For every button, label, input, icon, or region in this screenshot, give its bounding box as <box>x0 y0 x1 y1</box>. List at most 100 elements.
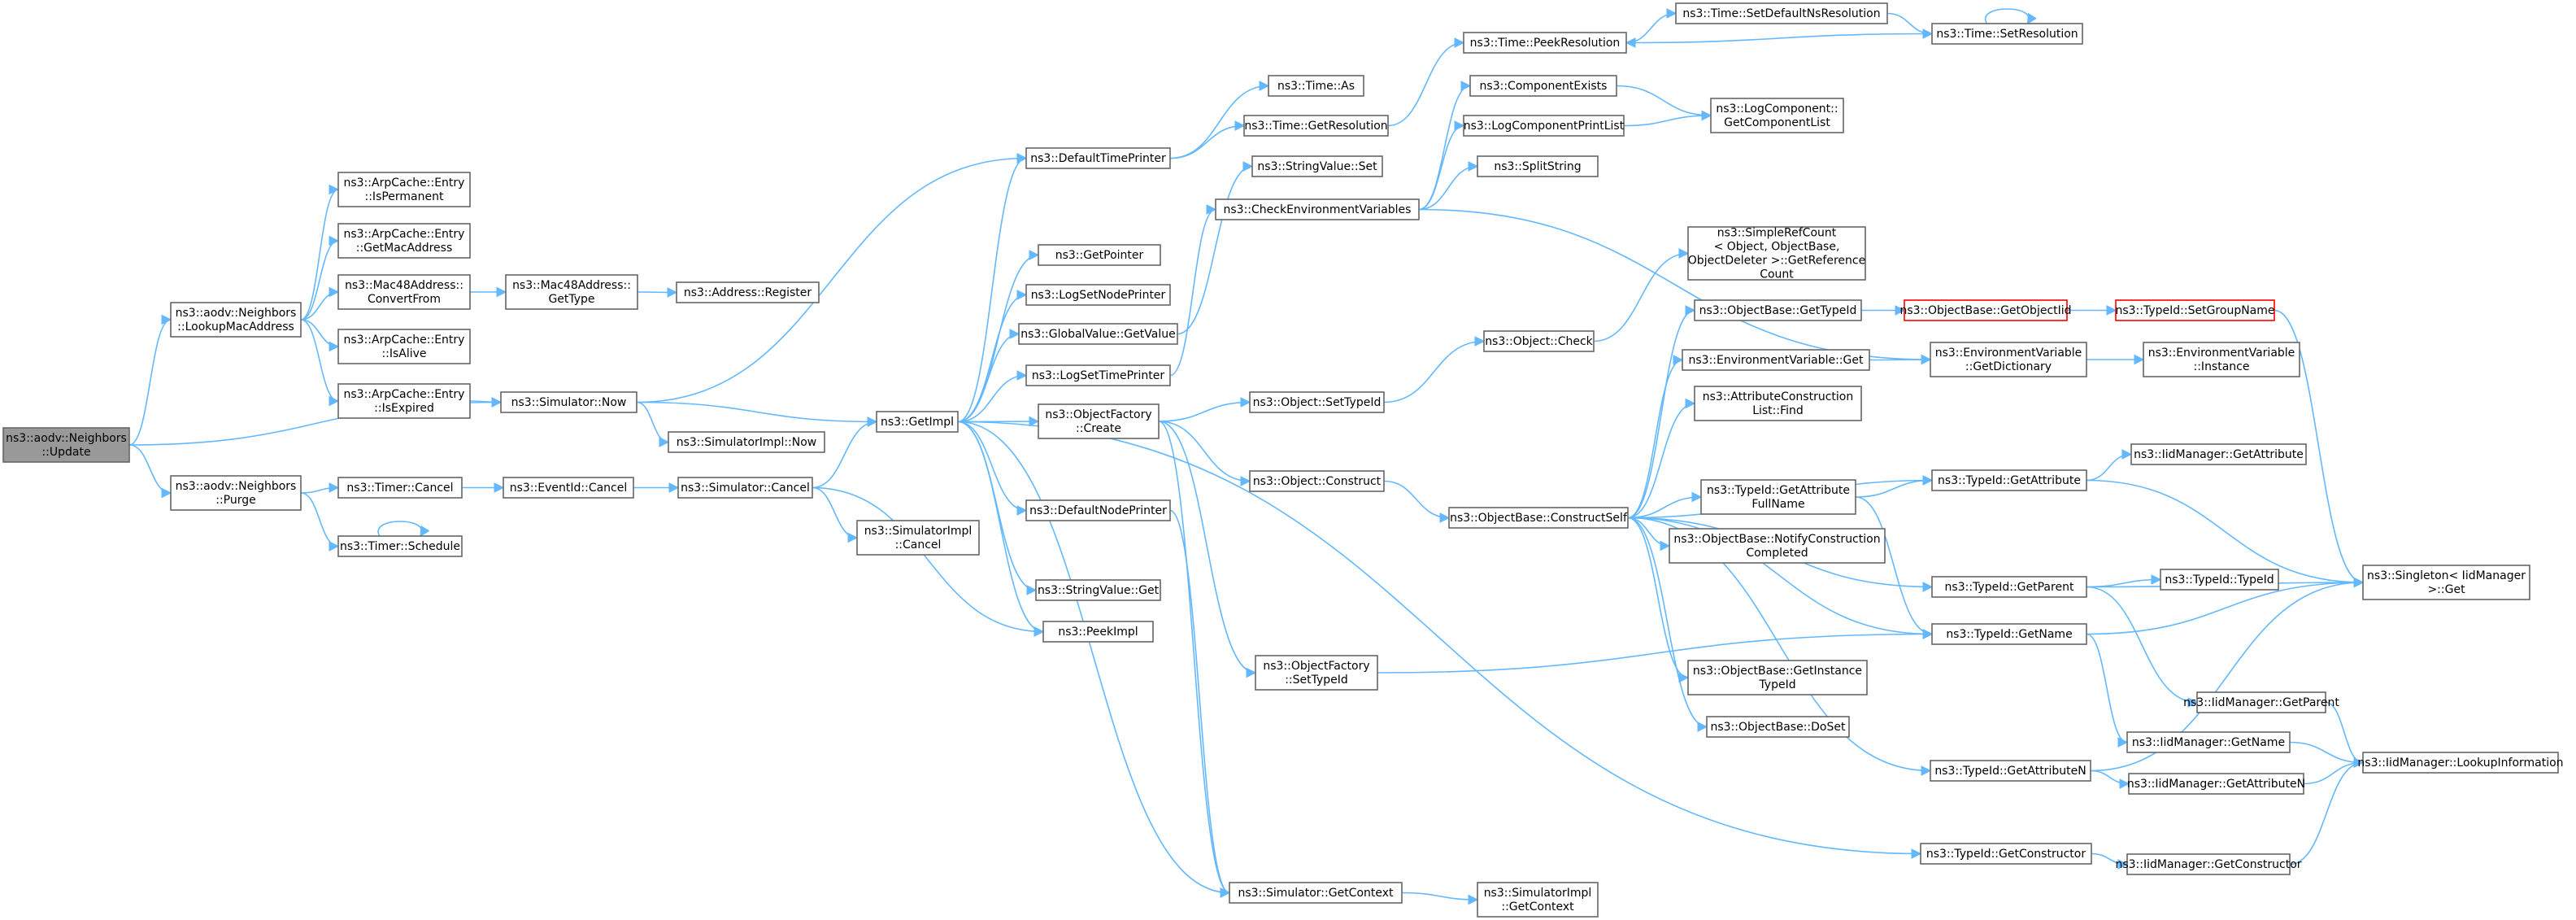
function-node[interactable]: ns3::EventId::Cancel <box>503 477 634 499</box>
function-node[interactable]: ns3::StringValue::Get <box>1035 579 1161 601</box>
node-label: ns3::IidManager::LookupInformation <box>2357 756 2563 770</box>
function-node[interactable]: ns3::ArpCache::Entry::IsAlive <box>337 329 471 364</box>
function-node[interactable]: ns3::ObjectBase::ConstructSelf <box>1448 507 1629 529</box>
function-node[interactable]: ns3::GlobalValue::GetValue <box>1018 323 1178 345</box>
function-node[interactable]: ns3::IidManager::GetName <box>2126 731 2291 753</box>
call-edge <box>1383 480 1451 523</box>
function-node[interactable]: ns3::IidManager::LookupInformation <box>2357 752 2564 774</box>
function-node[interactable]: ns3::ObjectBase::GetObjectIid <box>1899 299 2072 321</box>
function-node[interactable]: ns3::Simulator::Cancel <box>677 477 813 499</box>
function-node[interactable]: ns3::IidManager::GetAttribute <box>2130 443 2307 465</box>
function-node[interactable]: ns3::ArpCache::Entry::IsPermanent <box>337 172 471 207</box>
function-node[interactable]: ns3::Object::Check <box>1483 330 1595 352</box>
node-label: ns3::Object::SetTypeId <box>1253 396 1382 409</box>
function-node[interactable]: ns3::aodv::Neighbors::LookupMacAddress <box>170 302 302 338</box>
function-node[interactable]: ns3::LogComponentPrintList <box>1463 115 1625 137</box>
call-edge <box>2086 633 2129 748</box>
function-node[interactable]: ns3::TypeId::GetAttributeN <box>1930 760 2091 782</box>
function-node[interactable]: ns3::ObjectBase::GetTypeId <box>1694 299 1862 321</box>
function-node[interactable]: ns3::SimpleRefCount< Object, ObjectBase,… <box>1687 226 1866 281</box>
function-node[interactable]: ns3::Time::SetResolution <box>1931 23 2083 45</box>
function-node[interactable]: ns3::SplitString <box>1477 155 1599 177</box>
function-node[interactable]: ns3::Singleton< IidManager>::Get <box>2362 565 2530 600</box>
function-node[interactable]: ns3::Mac48Address::GetType <box>505 274 638 310</box>
node-box <box>1251 155 1383 177</box>
node-box <box>1694 386 1862 421</box>
node-label: ns3::ArpCache::Entry <box>344 388 465 401</box>
function-node[interactable]: ns3::TypeId::GetAttribute <box>1931 469 2087 491</box>
function-node[interactable]: ns3::TypeId::GetParent <box>1931 576 2087 598</box>
function-node[interactable]: ns3::GetImpl <box>876 411 959 433</box>
node-label: ::Update <box>41 446 90 459</box>
call-edge <box>636 401 878 427</box>
node-box <box>1229 882 1403 904</box>
function-node[interactable]: ns3::ObjectFactory::SetTypeId <box>1255 655 1378 691</box>
function-node[interactable]: ns3::EnvironmentVariable::Instance <box>2143 342 2300 377</box>
function-node[interactable]: ns3::ObjectFactory::Create <box>1038 403 1160 439</box>
node-box <box>1687 660 1868 695</box>
function-node[interactable]: ns3::ObjectBase::NotifyConstructionCompl… <box>1669 528 1886 564</box>
function-node[interactable]: ns3::LogSetNodePrinter <box>1025 284 1171 306</box>
function-node[interactable]: ns3::Timer::Cancel <box>337 477 463 499</box>
function-node[interactable]: ns3::CheckEnvironmentVariables <box>1215 198 1420 220</box>
function-node[interactable]: ns3::ObjectBase::DoSet <box>1706 716 1850 738</box>
function-node[interactable]: ns3::Time::SetDefaultNsResolution <box>1675 2 1888 24</box>
function-node[interactable]: ns3::Object::SetTypeId <box>1249 391 1385 413</box>
call-edge <box>2086 577 2365 635</box>
node-box <box>1243 115 1389 137</box>
function-node[interactable]: ns3::StringValue::Set <box>1251 155 1383 177</box>
function-node[interactable]: ns3::TypeId::GetName <box>1931 623 2087 645</box>
function-node[interactable]: ns3::ComponentExists <box>1469 75 1617 97</box>
function-node[interactable]: ns3::ArpCache::Entry::IsExpired <box>337 383 471 419</box>
function-node[interactable]: ns3::PeekImpl <box>1042 621 1154 643</box>
node-label: ns3::ObjectBase::DoSet <box>1711 721 1846 734</box>
node-box <box>1920 843 2092 865</box>
function-node[interactable]: ns3::Time::As <box>1268 75 1364 97</box>
call-edge <box>1627 305 1696 519</box>
function-node[interactable]: ns3::TypeId::TypeId <box>2160 569 2279 591</box>
function-node[interactable]: ns3::Timer::Schedule <box>337 535 463 557</box>
node-label: ns3::LogComponent:: <box>1716 102 1838 116</box>
root-function-node[interactable]: ns3::aodv::Neighbors::Update <box>2 427 130 463</box>
function-node[interactable]: ns3::SimulatorImpl::GetContext <box>1477 882 1599 918</box>
function-node[interactable]: ns3::ArpCache::Entry::GetMacAddress <box>337 223 471 259</box>
function-node[interactable]: ns3::SimulatorImpl::Now <box>668 431 825 453</box>
node-label: ns3::StringValue::Get <box>1038 584 1160 597</box>
node-label: ns3::ObjectBase::GetObjectIid <box>1899 304 2071 317</box>
function-node[interactable]: ns3::Simulator::GetContext <box>1229 882 1403 904</box>
function-node[interactable]: ns3::EnvironmentVariable::GetDictionary <box>1930 342 2087 377</box>
function-node[interactable]: ns3::aodv::Neighbors::Purge <box>170 475 302 511</box>
function-node[interactable]: ns3::Mac48Address::ConvertFrom <box>337 274 471 310</box>
node-box <box>2196 691 2326 713</box>
function-node[interactable]: ns3::EnvironmentVariable::Get <box>1682 349 1870 371</box>
function-node[interactable]: ns3::Time::PeekResolution <box>1463 32 1627 54</box>
function-node[interactable]: ns3::SimulatorImpl::Cancel <box>856 520 980 556</box>
function-node[interactable]: ns3::IidManager::GetConstructor <box>2115 853 2302 875</box>
function-node[interactable]: ns3::DefaultNodePrinter <box>1025 499 1171 521</box>
function-node[interactable]: ns3::DefaultTimePrinter <box>1025 147 1171 169</box>
node-label: ns3::Time::As <box>1277 80 1355 93</box>
function-node[interactable]: ns3::IidManager::GetParent <box>2183 691 2339 713</box>
node-label: ns3::LogSetNodePrinter <box>1031 289 1166 302</box>
function-node[interactable]: ns3::Simulator::Now <box>500 391 637 413</box>
node-label: ::Purge <box>215 494 256 507</box>
node-label: ns3::Simulator::Now <box>511 396 627 409</box>
function-node[interactable]: ns3::LogComponent::GetComponentList <box>1710 98 1844 133</box>
function-node[interactable]: ns3::Object::Construct <box>1249 470 1385 492</box>
node-label: ns3::ArpCache::Entry <box>344 177 465 190</box>
node-box <box>1931 623 2087 645</box>
function-node[interactable]: ns3::LogSetTimePrinter <box>1025 364 1171 386</box>
function-node[interactable]: ns3::Time::GetResolution <box>1243 115 1389 137</box>
node-label: ::IsExpired <box>374 402 434 415</box>
function-node[interactable]: ns3::GetPointer <box>1038 244 1161 266</box>
node-box <box>1710 98 1844 133</box>
function-node[interactable]: ns3::Address::Register <box>676 281 820 303</box>
function-node[interactable]: ns3::TypeId::GetConstructor <box>1920 843 2092 865</box>
function-node[interactable]: ns3::IidManager::GetAttributeN <box>2127 773 2305 795</box>
node-label: ns3::ObjectBase::ConstructSelf <box>1450 512 1628 525</box>
function-node[interactable]: ns3::TypeId::SetGroupName <box>2115 299 2275 321</box>
